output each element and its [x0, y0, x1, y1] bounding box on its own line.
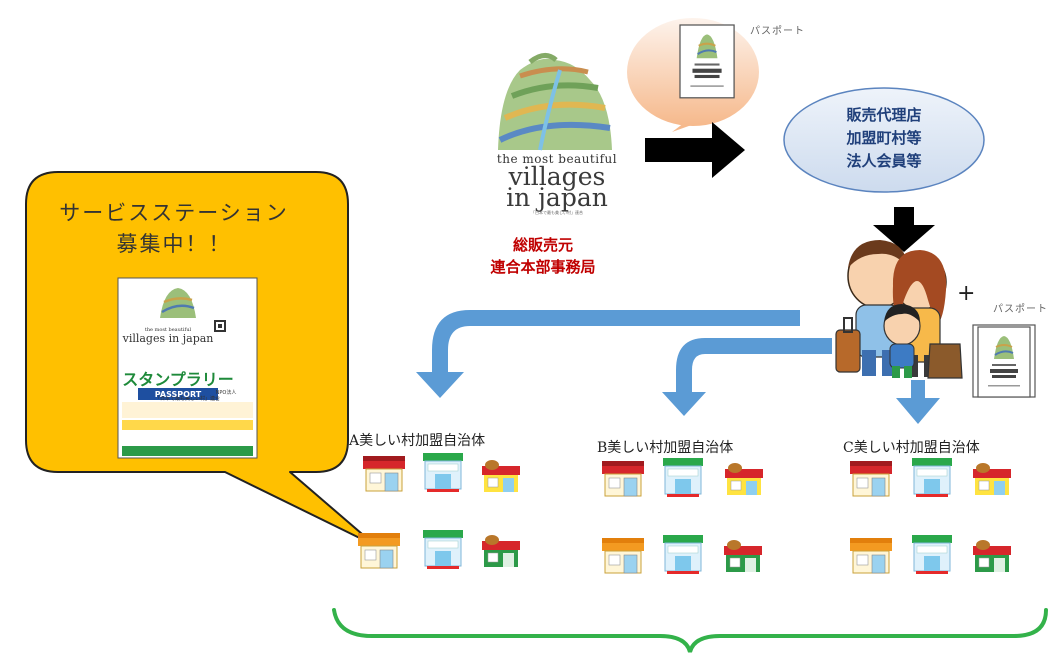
agency-line-1: 販売代理店	[846, 106, 922, 124]
organizer-role: 総販売元 連合本部事務局	[468, 234, 618, 278]
arrow-to-village-a	[416, 310, 800, 398]
plus-sign: +	[957, 281, 976, 306]
logo-line-1: villages	[508, 162, 606, 191]
poster-title: スタンプラリー	[122, 370, 234, 389]
poster-org-name: 「日本で最も美しい村」連合	[154, 396, 220, 402]
organizer-to-agency-arrow	[645, 122, 745, 178]
arrow-to-village-b	[662, 338, 832, 416]
village-c-title: C美しい村加盟自治体	[843, 440, 980, 456]
poster-logo: villages in japan	[122, 332, 214, 345]
organizer-logo: the most beautiful villages in japan 「日本…	[478, 52, 636, 216]
organizer-logo-mark	[498, 53, 612, 151]
callout-line-1: サービスステーション	[59, 201, 289, 225]
arrow-to-village-c	[896, 380, 940, 424]
village-a-shops	[357, 452, 521, 570]
passport-label-top: パスポート	[750, 26, 805, 37]
passport-card	[972, 324, 1036, 398]
stamp-rally-poster	[117, 277, 258, 459]
villages-brace	[332, 608, 1048, 653]
village-b-shops	[601, 457, 764, 575]
family-illustration	[835, 240, 963, 379]
callout-heading: サービスステーション 募集中！！	[26, 198, 322, 260]
village-a-title: A美しい村加盟自治体	[349, 433, 486, 449]
village-b-title: B美しい村加盟自治体	[597, 440, 734, 456]
poster-label: PASSPORT	[154, 390, 202, 399]
callout-line-2: 募集中！！	[116, 232, 232, 256]
agency-line-3: 法人会員等	[846, 152, 922, 170]
poster-org: NPO法人	[215, 390, 237, 396]
passport-label-right: パスポート	[993, 304, 1048, 315]
logo-line-2: in japan	[506, 183, 608, 212]
agency-ellipse	[783, 87, 985, 193]
agency-to-family-arrow	[873, 207, 935, 252]
agency-line-2: 加盟町村等	[846, 129, 922, 147]
village-c-shops	[849, 457, 1012, 575]
organizer-role-line-1: 総販売元	[512, 236, 573, 254]
passport-bubble	[627, 18, 759, 132]
logo-tagline: the most beautiful	[496, 152, 618, 166]
organizer-role-line-2: 連合本部事務局	[490, 258, 596, 276]
poster-tagline: the most beautiful	[144, 327, 192, 333]
logo-small-text: 「日本で最も美しい村」連合	[531, 210, 583, 215]
agency-label: 販売代理店 加盟町村等 法人会員等	[786, 104, 982, 173]
